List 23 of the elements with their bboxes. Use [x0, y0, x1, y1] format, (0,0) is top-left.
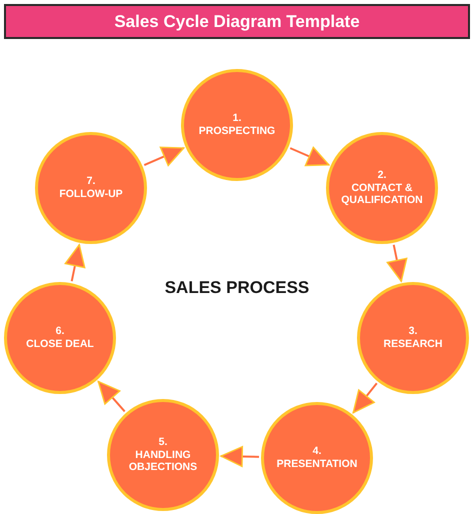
step-label: PRESENTATION	[276, 458, 358, 471]
step-label: CLOSE DEAL	[26, 338, 94, 351]
title-banner: Sales Cycle Diagram Template	[4, 4, 470, 39]
step-number: 7.	[86, 175, 96, 188]
arrow	[290, 146, 330, 166]
step-number: 4.	[312, 445, 322, 458]
arrow	[144, 146, 184, 166]
step-number: 6.	[56, 325, 64, 338]
arrow	[352, 382, 378, 414]
step-label: CONTACT & QUALIFICATION	[340, 182, 424, 207]
step-number: 1.	[232, 112, 242, 125]
step-number: 2.	[378, 169, 386, 182]
step-label: RESEARCH	[384, 338, 442, 351]
step-label: HANDLING OBJECTIONS	[128, 448, 198, 474]
arrow	[220, 446, 260, 468]
arrow	[64, 244, 86, 282]
step-number: 5.	[158, 436, 168, 449]
arrow	[386, 244, 408, 282]
center-label: SALES PROCESS	[164, 278, 310, 298]
arrow	[98, 380, 126, 412]
step-label: PROSPECTING	[198, 125, 276, 138]
step-label: FOLLOW-UP	[59, 188, 123, 201]
step-number: 3.	[408, 325, 418, 338]
